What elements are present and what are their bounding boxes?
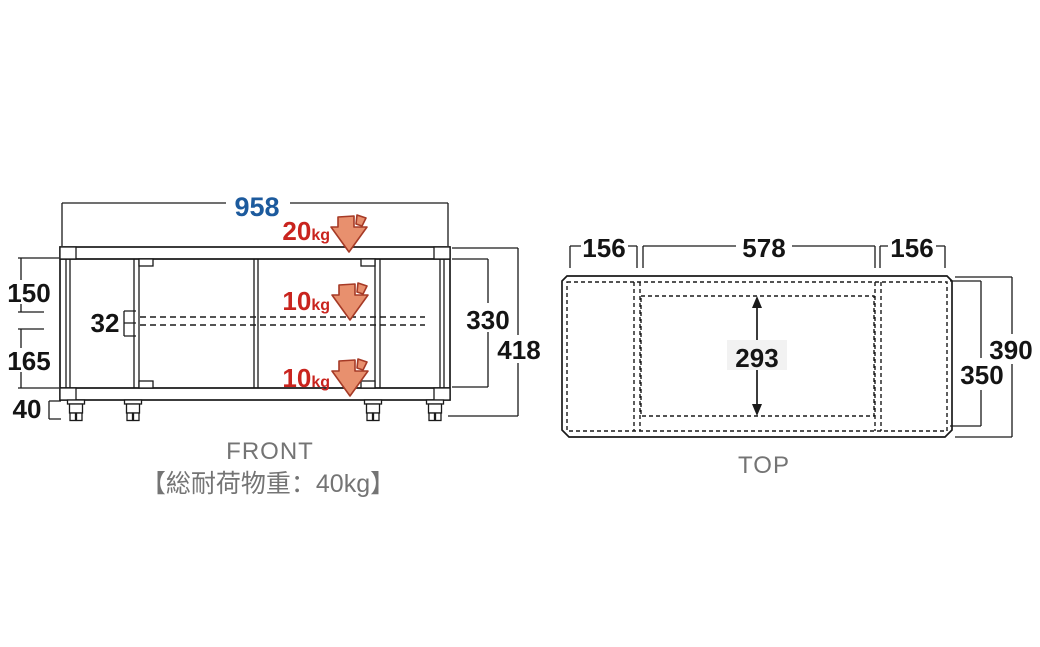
front-view: 958 32 — [7, 192, 540, 498]
corner-block — [59, 246, 77, 260]
corner-block — [59, 387, 77, 401]
caster — [123, 399, 143, 422]
load-bottom: 10kg — [282, 358, 369, 397]
load-bottom-label: 10kg — [282, 363, 330, 393]
inner-depth-arrow: 293 — [727, 296, 787, 416]
side-panels — [65, 259, 445, 388]
caster-height-bracket — [48, 400, 61, 420]
total-height-value: 418 — [497, 335, 540, 365]
caster — [425, 399, 445, 422]
top-dashed-structure — [566, 281, 948, 432]
total-load-caption: 【総耐荷物重：40kg】 — [141, 470, 395, 498]
casters — [66, 399, 445, 422]
front-cabinet-outline — [59, 246, 451, 401]
lower-height-value: 165 — [7, 346, 50, 376]
left-section-value: 156 — [582, 233, 625, 263]
caster — [66, 399, 86, 422]
shelf-dashed-lines — [123, 310, 425, 337]
top-section-dimensions — [569, 245, 946, 268]
inner-depth-value: 293 — [735, 343, 778, 373]
top-view-label: TOP — [738, 452, 790, 479]
down-arrow-icon — [331, 282, 369, 321]
front-left-dimensions — [18, 257, 61, 420]
inner-clearance-rect — [640, 295, 875, 417]
top-outline — [561, 275, 953, 438]
label-backdrop — [727, 340, 787, 370]
corner-block — [433, 246, 451, 260]
caster-height-value: 40 — [13, 394, 42, 424]
outer-depth-value: 390 — [989, 335, 1032, 365]
door-hinges — [138, 258, 376, 389]
mid-depth-value: 350 — [960, 360, 1003, 390]
down-arrow-icon — [330, 214, 368, 253]
load-middle: 10kg — [282, 282, 369, 321]
inner-height-value: 330 — [466, 305, 509, 335]
down-arrow-icon — [331, 358, 369, 397]
front-width-dimension — [61, 202, 449, 246]
right-section-value: 156 — [890, 233, 933, 263]
load-top-label: 20kg — [282, 216, 330, 246]
corner-block — [433, 387, 451, 401]
upper-height-value: 150 — [7, 278, 50, 308]
front-width-value: 958 — [234, 192, 279, 222]
front-right-dimensions — [448, 247, 519, 417]
top-right-dimensions — [950, 276, 1013, 438]
front-view-label: FRONT — [226, 438, 314, 465]
top-view: 293 156 578 156 390 350 TOP — [561, 233, 1033, 479]
caster — [363, 399, 383, 422]
center-section-value: 578 — [742, 233, 785, 263]
load-middle-label: 10kg — [282, 286, 330, 316]
shelf-thickness-value: 32 — [91, 308, 120, 338]
shelf-thickness-bracket — [123, 310, 136, 337]
load-top: 20kg — [282, 214, 368, 253]
